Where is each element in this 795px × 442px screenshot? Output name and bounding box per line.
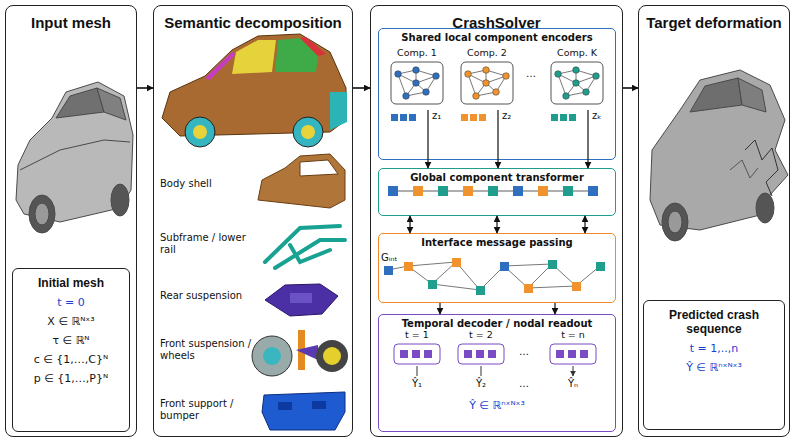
- interface-graph: [384, 258, 605, 295]
- car-illustration: [16, 82, 133, 233]
- flow-arrow: [497, 110, 498, 168]
- module-box: Shared local component encodersComp. 1 Co…: [378, 28, 616, 160]
- box-heading: Comp. K: [548, 47, 606, 58]
- panel: CrashSolverShared local component encode…: [370, 5, 623, 437]
- formula: Ŷ ∈ ℝⁿˣᴺˣ³: [378, 400, 616, 412]
- part-label: Subframe / lower rail: [160, 232, 250, 256]
- formula: c ∈ {1,…,C}ᴺ: [17, 350, 125, 369]
- box-heading: Interface message passing: [379, 237, 615, 248]
- output-label: Ŷ₂: [456, 378, 506, 390]
- formula: Ŷ ∈ ℝⁿˣᴺˣ³: [648, 358, 780, 377]
- panel: Target deformationPredicted crash sequen…: [638, 5, 790, 437]
- box-heading: Target deformation: [639, 14, 789, 31]
- graph-label: Gᵢₙₜ: [381, 252, 411, 264]
- part-label: Body shell: [160, 178, 250, 190]
- panel: Semantic decomposition: [153, 5, 353, 437]
- formula: t = 1,..,n: [648, 339, 780, 358]
- output-label: Ŷₙ: [548, 378, 598, 390]
- deformed-car: [650, 70, 788, 241]
- box-heading: t = 1: [392, 329, 442, 340]
- module-box: Temporal decoder / nodal readoutt = 1 t =…: [378, 314, 616, 432]
- part-label: Rear suspension: [160, 290, 255, 302]
- part-label: Front support / bumper: [160, 398, 255, 422]
- box-heading: Comp. 2: [458, 47, 516, 58]
- flow-arrow: [587, 110, 588, 168]
- segmented-car: [162, 34, 347, 147]
- flow-arrow: [353, 87, 370, 89]
- timestep-tokens: [394, 344, 596, 376]
- box-heading: Input mesh: [6, 14, 136, 31]
- box-heading: Comp. 1: [388, 47, 446, 58]
- info-box: Initial mesh t = 0X ∈ ℝᴺˣ³τ ∈ ℝᴺc ∈ {1,…,…: [12, 268, 130, 432]
- timestep-box: t = 2: [456, 328, 506, 368]
- component-box: Comp. K: [548, 46, 606, 110]
- component-graphs: [391, 62, 603, 121]
- flow-arrow: [496, 216, 497, 233]
- part-illustrations: [252, 154, 348, 430]
- formula: t = 0: [17, 293, 125, 312]
- module-box: Global component transformer: [378, 168, 616, 216]
- formula: X ∈ ℝᴺˣ³: [17, 312, 125, 331]
- flow-arrow: [427, 110, 428, 168]
- flow-arrow: [439, 303, 440, 314]
- box-heading: t = 2: [456, 329, 506, 340]
- box-heading: Shared local component encoders: [379, 32, 615, 43]
- flow-arrow: [584, 216, 585, 233]
- component-box: Comp. 1: [388, 46, 446, 110]
- info-box: Predicted crash sequence t = 1,..,nŶ ∈ ℝⁿ…: [643, 300, 785, 430]
- vector-label: z₂: [502, 110, 520, 122]
- vector-label: z₁: [432, 110, 450, 122]
- output-label: Ŷ₁: [392, 378, 442, 390]
- module-box: Interface message passing: [378, 233, 616, 303]
- box-heading: Predicted crash sequence: [648, 308, 780, 336]
- ellipsis: …: [516, 68, 546, 80]
- token-row: [388, 186, 598, 196]
- timestep-box: t = n: [548, 328, 598, 368]
- box-heading: Global component transformer: [379, 172, 615, 183]
- flow-arrow: [137, 87, 153, 89]
- vector-label: zₖ: [592, 110, 610, 122]
- ellipsis: …: [509, 346, 539, 358]
- box-heading: Temporal decoder / nodal readout: [379, 318, 615, 329]
- flow-arrow: [623, 87, 638, 89]
- ellipsis: …: [509, 378, 539, 390]
- formula: τ ∈ ℝᴺ: [17, 331, 125, 350]
- box-heading: Initial mesh: [17, 276, 125, 290]
- flow-arrow: [554, 303, 555, 314]
- component-box: Comp. 2: [458, 46, 516, 110]
- timestep-box: t = 1: [392, 328, 442, 368]
- flow-arrow: [409, 216, 410, 233]
- formula: p ∈ {1,…,P}ᴺ: [17, 369, 125, 388]
- panel: Input meshInitial mesh t = 0X ∈ ℝᴺˣ³τ ∈ ℝ…: [5, 5, 137, 437]
- box-heading: Semantic decomposition: [154, 14, 352, 31]
- box-heading: t = n: [548, 329, 598, 340]
- part-label: Front suspension / wheels: [160, 338, 255, 362]
